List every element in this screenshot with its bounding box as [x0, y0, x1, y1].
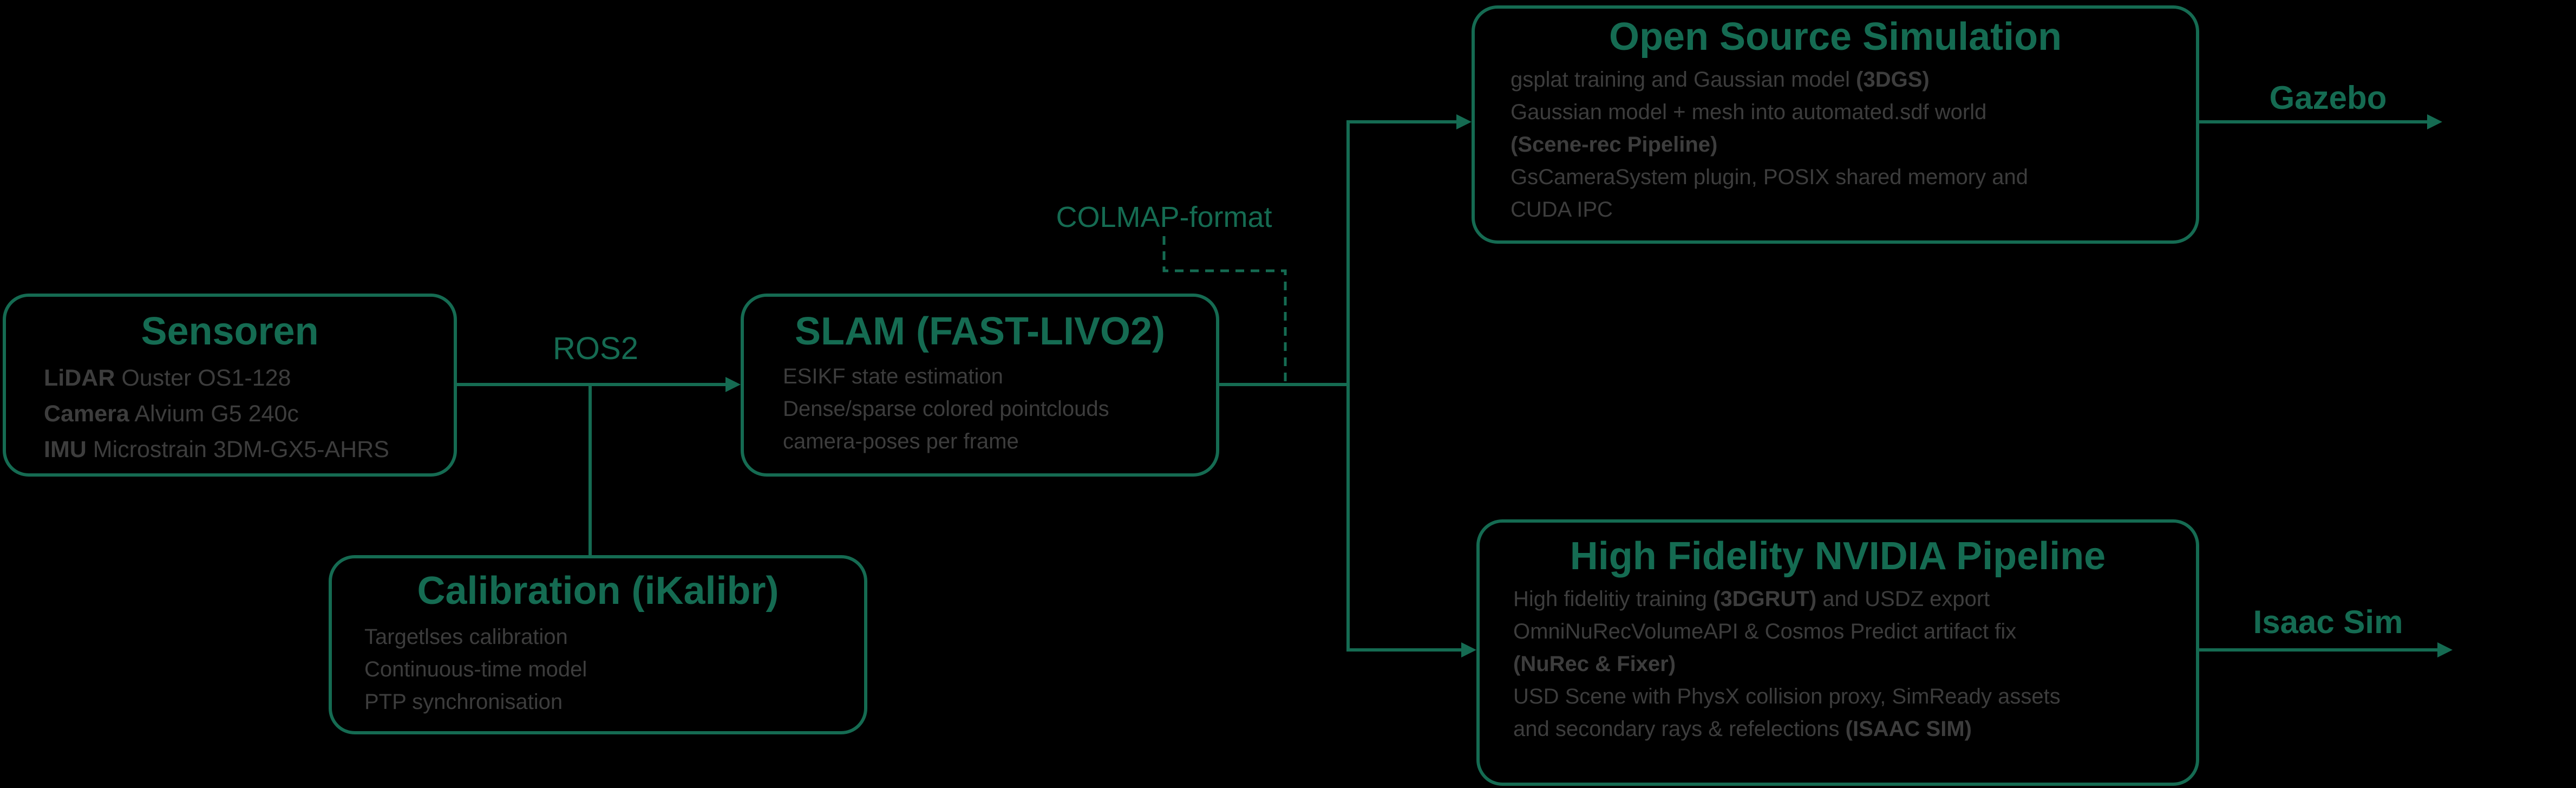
body-line: (Scene-rec Pipeline) [1511, 128, 2196, 161]
node-high-fidelity-nvidia-pipeline: High Fidelity NVIDIA Pipeline High fidel… [1476, 519, 2199, 786]
arrow-to-open-source-head [1456, 114, 1472, 129]
node-high-fidelity-nvidia-pipeline-title: High Fidelity NVIDIA Pipeline [1570, 535, 2106, 578]
body-line: USD Scene with PhysX collision proxy, Si… [1513, 680, 2196, 713]
node-open-source-simulation-title: Open Source Simulation [1609, 15, 2062, 58]
text-segment: Ouster OS1-128 [115, 364, 291, 391]
body-line: Continuous-time model [364, 653, 864, 686]
text-segment: and USDZ export [1816, 587, 1990, 611]
node-calibration-title: Calibration (iKalibr) [417, 569, 779, 613]
node-high-fidelity-nvidia-pipeline-body: High fidelitiy training (3DGRUT) and USD… [1513, 583, 2196, 745]
text-segment: (Scene-rec Pipeline) [1511, 132, 1718, 157]
text-segment: Gaussian model + mesh into automated.sdf… [1511, 100, 1987, 124]
text-segment: gsplat training and Gaussian model [1511, 67, 1856, 92]
text-segment: GsCameraSystem plugin, POSIX shared memo… [1511, 165, 2028, 189]
text-segment: High fidelitiy training [1513, 587, 1714, 611]
body-line: GsCameraSystem plugin, POSIX shared memo… [1511, 161, 2196, 193]
edge-label-ros2: ROS2 [553, 331, 638, 366]
node-calibration-body: Targetlses calibration Continuous-time m… [364, 621, 864, 718]
arrow-to-nvidia-head [1461, 642, 1476, 657]
body-line: IMU Microstrain 3DM-GX5-AHRS [44, 432, 454, 467]
body-line: PTP synchronisation [364, 686, 864, 718]
body-line: Dense/sparse colored pointclouds [783, 393, 1216, 425]
node-sensoren-title: Sensoren [141, 310, 319, 353]
arrow-sensoren-to-slam-head [725, 377, 741, 392]
text-segment: IMU [44, 436, 87, 463]
body-line: High fidelitiy training (3DGRUT) and USD… [1513, 583, 2196, 615]
connector-branch-line [1346, 120, 1462, 652]
text-segment: (NuRec & Fixer) [1513, 652, 1676, 676]
text-segment: (ISAAC SIM) [1845, 717, 1972, 741]
text-segment: CUDA IPC [1511, 197, 1613, 222]
text-segment: ESIKF state estimation [783, 364, 1003, 388]
edge-label-gazebo: Gazebo [2269, 80, 2387, 116]
text-segment: Targetlses calibration [364, 624, 568, 649]
body-line: Targetlses calibration [364, 621, 864, 653]
text-segment: Alvium G5 240c [129, 400, 299, 427]
text-segment: (3DGRUT) [1713, 587, 1817, 611]
dashed-colmap-connector [1162, 236, 1287, 383]
text-segment: PTP synchronisation [364, 689, 563, 714]
arrow-to-gazebo-head [2427, 114, 2442, 129]
text-segment: OmniNuRecVolumeAPI & Cosmos Predict arti… [1513, 619, 2017, 643]
node-open-source-simulation: Open Source Simulation gsplat training a… [1472, 5, 2199, 244]
text-segment: and secondary rays & refelections [1513, 717, 1846, 741]
text-segment: Camera [44, 400, 129, 427]
body-line: Gaussian model + mesh into automated.sdf… [1511, 96, 2196, 128]
text-segment: (3DGS) [1856, 67, 1930, 92]
text-segment: LiDAR [44, 364, 115, 391]
body-line: (NuRec & Fixer) [1513, 648, 2196, 680]
body-line: OmniNuRecVolumeAPI & Cosmos Predict arti… [1513, 615, 2196, 648]
body-line: LiDAR Ouster OS1-128 [44, 360, 454, 396]
body-line: gsplat training and Gaussian model (3DGS… [1511, 63, 2196, 96]
text-segment: camera-poses per frame [783, 429, 1019, 453]
body-line: and secondary rays & refelections (ISAAC… [1513, 713, 2196, 745]
text-segment: Continuous-time model [364, 657, 587, 681]
node-slam: SLAM (FAST-LIVO2) ESIKF state estimation… [741, 294, 1219, 477]
body-line: Camera Alvium G5 240c [44, 396, 454, 432]
node-slam-body: ESIKF state estimation Dense/sparse colo… [783, 360, 1216, 458]
text-segment: Microstrain 3DM-GX5-AHRS [86, 436, 389, 463]
body-line: ESIKF state estimation [783, 360, 1216, 393]
text-segment: USD Scene with PhysX collision proxy, Si… [1513, 684, 2061, 708]
body-line: camera-poses per frame [783, 425, 1216, 458]
node-slam-title: SLAM (FAST-LIVO2) [795, 310, 1165, 353]
edge-label-isaac-sim: Isaac Sim [2253, 604, 2403, 640]
node-open-source-simulation-body: gsplat training and Gaussian model (3DGS… [1511, 63, 2196, 226]
node-sensoren: Sensoren LiDAR Ouster OS1-128 Camera Alv… [3, 294, 457, 477]
text-segment: Dense/sparse colored pointclouds [783, 396, 1109, 421]
arrow-to-isaac-sim-head [2437, 642, 2453, 657]
edge-label-colmap-format: COLMAP-format [1056, 201, 1272, 233]
body-line: CUDA IPC [1511, 193, 2196, 226]
node-sensoren-body: LiDAR Ouster OS1-128 Camera Alvium G5 24… [44, 360, 454, 467]
node-calibration: Calibration (iKalibr) Targetlses calibra… [329, 555, 867, 734]
